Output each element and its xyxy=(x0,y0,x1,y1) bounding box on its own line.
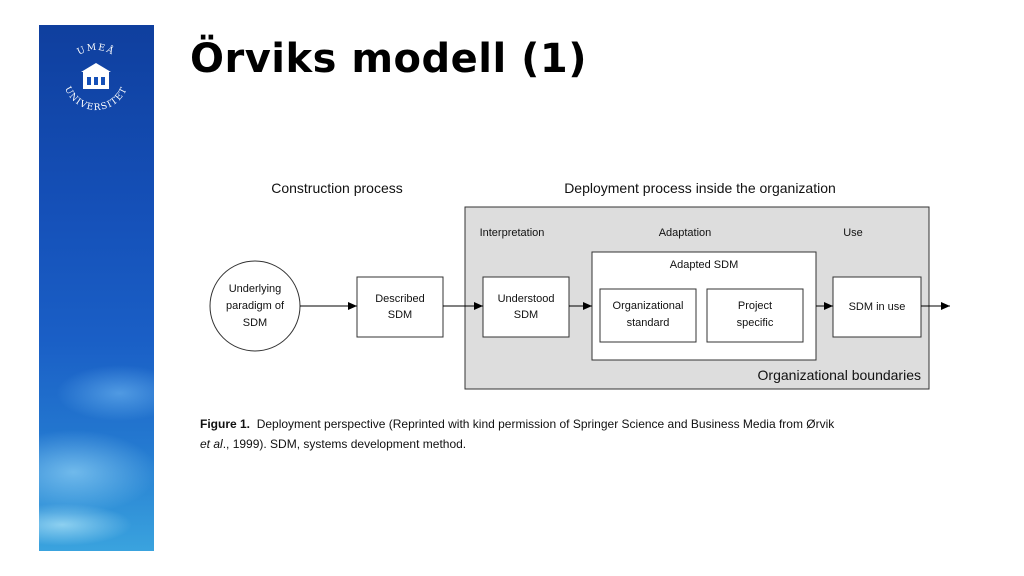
caption-text-part2: ., 1999). SDM, systems development metho… xyxy=(222,437,467,451)
adapted-sdm-label: Adapted SDM xyxy=(670,259,738,271)
paradigm-line3: SDM xyxy=(243,317,267,329)
project-specific-box xyxy=(706,288,804,343)
described-sdm-box xyxy=(356,276,444,338)
phase-interpretation: Interpretation xyxy=(480,227,545,239)
logo-text-top: UMEÅ xyxy=(76,43,116,58)
boundaries-label: Organizational boundaries xyxy=(758,367,921,383)
sdm-in-use-box xyxy=(832,276,922,338)
figure-caption: Figure 1. Deployment perspective (Reprin… xyxy=(200,414,960,454)
svg-text:UMEÅ: UMEÅ xyxy=(76,43,117,58)
org-standard-line2: standard xyxy=(627,317,670,329)
building-icon xyxy=(81,63,111,89)
caption-label: Figure 1. xyxy=(200,417,251,431)
svg-text:UNIVERSITET: UNIVERSITET xyxy=(62,85,130,113)
caption-italic: et al xyxy=(200,437,223,451)
sdm-in-use-label: SDM in use xyxy=(849,301,906,313)
construction-heading: Construction process xyxy=(271,180,403,196)
described-line2: SDM xyxy=(388,309,412,321)
understood-line1: Understood xyxy=(498,293,555,305)
phase-use: Use xyxy=(843,227,863,239)
paradigm-line2: paradigm of xyxy=(226,300,285,312)
logo-text-bottom: UNIVERSITET xyxy=(62,85,129,113)
deployment-diagram: Construction process Deployment process … xyxy=(209,180,950,390)
understood-sdm-box xyxy=(482,276,570,338)
university-logo: UMEÅ UNIVERSITET xyxy=(62,43,130,114)
project-specific-line2: specific xyxy=(737,317,774,329)
org-standard-line1: Organizational xyxy=(613,300,684,312)
sidebar-decoration: UMEÅ UNIVERSITET xyxy=(39,25,154,551)
slide-title: Örviks modell (1) xyxy=(190,36,588,82)
paradigm-line1: Underlying xyxy=(229,283,282,295)
org-standard-box xyxy=(599,288,697,343)
deployment-heading: Deployment process inside the organizati… xyxy=(564,180,836,196)
caption-text-part1: Deployment perspective (Reprinted with k… xyxy=(256,417,835,431)
understood-line2: SDM xyxy=(514,309,538,321)
project-specific-line1: Project xyxy=(738,300,772,312)
described-line1: Described xyxy=(375,293,425,305)
phase-adaptation: Adaptation xyxy=(659,227,712,239)
